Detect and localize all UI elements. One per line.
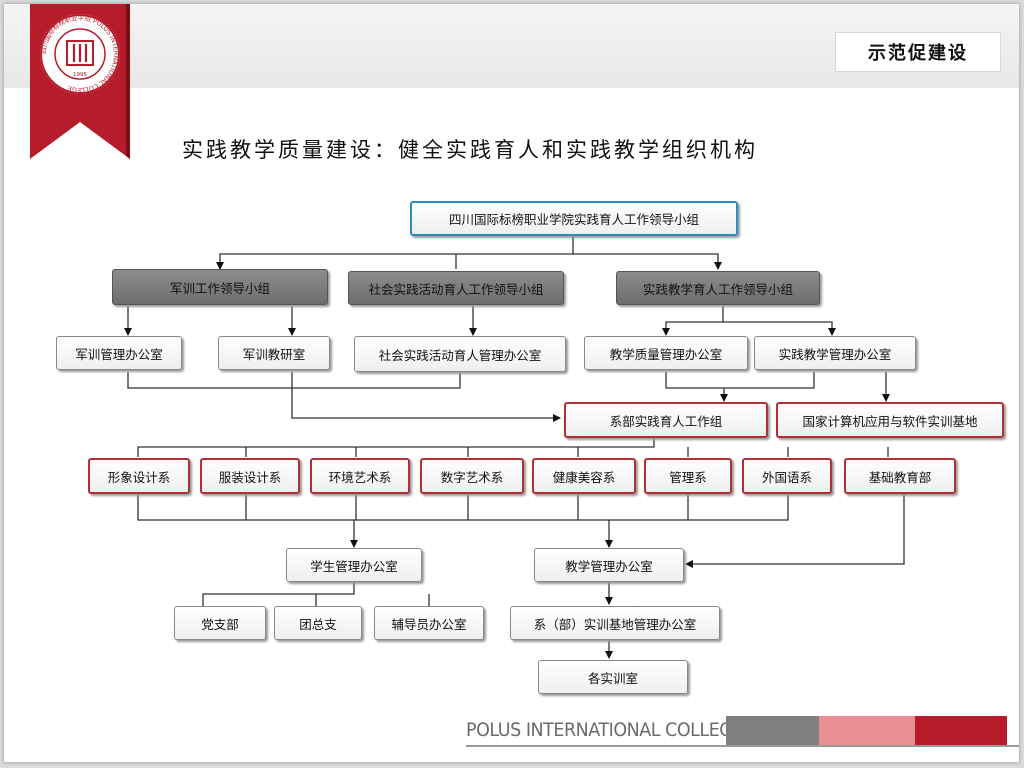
- node-military-group: 军训工作领导小组: [112, 269, 328, 305]
- footer-bar-red: [915, 716, 1007, 746]
- node-student-office: 学生管理办公室: [286, 548, 422, 582]
- node-department: 管理系: [644, 458, 732, 494]
- footer-divider: [466, 745, 1019, 747]
- footer-bar-gray: [726, 716, 819, 746]
- node-department: 形象设计系: [88, 458, 190, 494]
- node-military-research: 军训教研室: [218, 336, 330, 370]
- node-department: 健康美容系: [532, 458, 636, 494]
- node-social-office: 社会实践活动育人管理办公室: [354, 336, 566, 372]
- slide: 四川国际标榜职业学院 POLUS INTERNATIONAL COLLEGE 1…: [4, 4, 1019, 762]
- node-teaching-office: 教学管理办公室: [534, 548, 684, 582]
- node-counselor-office: 辅导员办公室: [374, 606, 484, 640]
- section-badge: 示范促建设: [835, 32, 1001, 72]
- node-base-office: 系（部）实训基地管理办公室: [510, 606, 720, 640]
- node-department: 外国语系: [742, 458, 832, 494]
- node-department: 基础教育部: [844, 458, 956, 494]
- node-department: 服装设计系: [200, 458, 300, 494]
- node-quality-office: 教学质量管理办公室: [584, 336, 748, 370]
- node-military-office: 军训管理办公室: [56, 336, 182, 370]
- footer-college-name: POLUS INTERNATIONAL COLLEGE: [466, 719, 743, 741]
- footer-bar-pink: [819, 716, 915, 746]
- node-party-branch: 党支部: [174, 606, 266, 640]
- node-national-base: 国家计算机应用与软件实训基地: [776, 402, 1004, 438]
- page-title: 实践教学质量建设：健全实践育人和实践教学组织机构: [182, 138, 758, 162]
- node-root-leading-group: 四川国际标榜职业学院实践育人工作领导小组: [410, 201, 738, 236]
- node-department: 数字艺术系: [420, 458, 524, 494]
- connector-lines: [124, 236, 905, 659]
- node-teaching-group: 实践教学育人工作领导小组: [616, 271, 820, 305]
- logo-year: 1995: [73, 72, 87, 78]
- node-practice-office: 实践教学管理办公室: [754, 336, 916, 370]
- node-youth-league: 团总支: [274, 606, 362, 640]
- college-logo-icon: 四川国际标榜职业学院 POLUS INTERNATIONAL COLLEGE 1…: [30, 4, 130, 159]
- node-dept-group: 系部实践育人工作组: [564, 402, 768, 438]
- node-department: 环境艺术系: [310, 458, 410, 494]
- node-social-group: 社会实践活动育人工作领导小组: [348, 271, 564, 305]
- node-labs: 各实训室: [538, 660, 688, 694]
